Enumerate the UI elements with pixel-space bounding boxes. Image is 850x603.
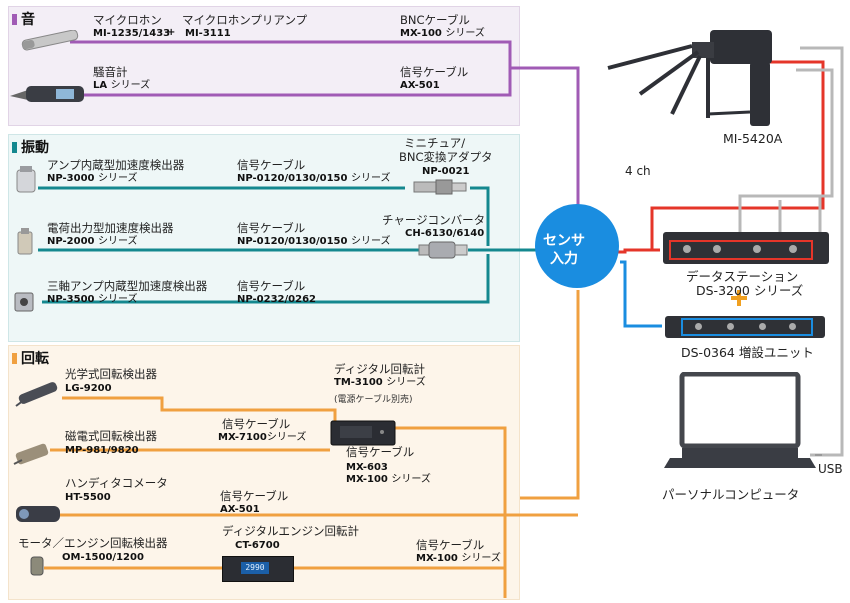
section-title-rotation: 回転: [12, 348, 49, 368]
magnetic-detector-icon: [13, 443, 49, 465]
adapter-name-1: ミニチュア/: [404, 136, 466, 150]
vib-cable1-name: 信号ケーブル: [237, 158, 306, 172]
engine-tachometer-icon: 2990: [222, 556, 294, 582]
optical-detector-model: LG-9200: [65, 383, 112, 394]
mic-name: マイクロホン: [93, 13, 162, 27]
optical-detector-name: 光学式回転検出器: [65, 367, 157, 381]
bnc-adapter-icon: [413, 179, 467, 195]
slm-name: 騒音計: [93, 65, 128, 79]
mic-plus: +: [167, 27, 176, 38]
optical-detector-icon: [15, 382, 58, 407]
tachometer-name: ディジタル回転計: [334, 362, 425, 376]
charge-converter-icon: [418, 241, 468, 259]
engine-tachometer-name: ディジタルエンジン回転計: [222, 524, 359, 538]
engine-detector-icon: [30, 556, 44, 576]
sensor-input-hub: センサ 入力: [532, 232, 596, 268]
expansion-unit-icon: [665, 316, 825, 338]
handy-tachometer-name: ハンディタコメータ: [65, 476, 168, 490]
rot-cable2-name: 信号ケーブル: [346, 445, 415, 459]
vib-cable3-name: 信号ケーブル: [237, 279, 306, 293]
mic-model: MI-1235/1433: [93, 28, 171, 39]
triaxial-accelerometer-icon: [14, 292, 34, 312]
tachometer-model: TM-3100 シリーズ: [334, 377, 426, 388]
adapter-model: NP-0021: [422, 166, 470, 177]
rot-cable4-model: MX-100 シリーズ: [416, 553, 501, 564]
preamp-model: MI-3111: [185, 28, 231, 39]
rot-cable2-model1: MX-603: [346, 462, 388, 473]
tachometer-note: (電源ケーブル別売): [334, 395, 413, 405]
signal-cable-sound-name: 信号ケーブル: [400, 65, 469, 79]
charge-converter-name: チャージコンバータ: [382, 213, 486, 227]
pc-label: パーソナルコンピュータ: [662, 487, 800, 502]
charge-converter-model: CH-6130/6140: [405, 228, 485, 239]
bnc-cable-model: MX-100 シリーズ: [400, 28, 485, 39]
bnc-cable-name: BNCケーブル: [400, 13, 470, 27]
microphone-icon: [21, 30, 79, 51]
motor-detector-model: OM-1500/1200: [62, 552, 144, 563]
slm-model: LA シリーズ: [93, 80, 151, 91]
handy-tachometer-model: HT-5500: [65, 492, 111, 503]
signal-cable-sound-model: AX-501: [400, 80, 440, 91]
vib-cable3-model: NP-0232/0262: [237, 294, 316, 305]
accelerometer-icon: [16, 166, 36, 193]
rot-cable4-name: 信号ケーブル: [416, 538, 485, 552]
vib-cable2-name: 信号ケーブル: [237, 221, 306, 235]
triax-accel-name: 三軸アンプ内蔵型加速度検出器: [47, 279, 208, 293]
data-station-icon: [663, 232, 829, 264]
rot-cable1-model: MX-7100シリーズ: [218, 432, 307, 443]
ch-label: 4 ch: [625, 164, 651, 178]
data-station-model: DS-3200 シリーズ: [696, 283, 804, 298]
triax-accel-model: NP-3500 シリーズ: [47, 294, 138, 305]
rot-cable1-name: 信号ケーブル: [222, 417, 291, 431]
laptop-icon: [664, 372, 816, 468]
hub-line1: センサ: [543, 233, 585, 249]
expansion-unit-label: DS-0364 増設ユニット: [681, 345, 814, 360]
rot-cable3-model: AX-501: [220, 504, 260, 515]
vibration-panel: [8, 134, 520, 342]
vib-cable2-model: NP-0120/0130/0150 シリーズ: [237, 236, 391, 247]
charge-accel-model: NP-2000 シリーズ: [47, 236, 138, 247]
hub-line2: 入力: [550, 251, 578, 267]
section-title-sound: 音: [12, 9, 35, 29]
mi-5420a-device-icon: [607, 30, 772, 126]
plus-icon: [731, 290, 747, 306]
magnetic-detector-model: MP-981/9820: [65, 445, 139, 456]
vib-cable1-model: NP-0120/0130/0150 シリーズ: [237, 173, 391, 184]
rotation-panel: [8, 345, 520, 600]
adapter-name-2: BNC変換アダプタ: [399, 150, 493, 164]
amp-accel-name: アンプ内蔵型加速度検出器: [47, 158, 185, 172]
data-station-name: データステーション: [686, 269, 799, 284]
digital-tachometer-icon: [330, 420, 396, 446]
sound-panel: [8, 6, 520, 126]
charge-accelerometer-icon: [17, 228, 33, 255]
charge-accel-name: 電荷出力型加速度検出器: [47, 221, 174, 235]
engine-tachometer-model: CT-6700: [235, 540, 280, 551]
preamp-name: マイクロホンプリアンプ: [182, 13, 308, 27]
engine-display: 2990: [241, 562, 269, 574]
magnetic-detector-name: 磁電式回転検出器: [65, 429, 157, 443]
mi-5420a-label: MI-5420A: [723, 131, 783, 146]
motor-detector-name: モータ／エンジン回転検出器: [18, 536, 168, 550]
rot-cable2-model2: MX-100 シリーズ: [346, 474, 431, 485]
handy-tachometer-icon: [16, 506, 60, 522]
usb-label: USB: [818, 462, 843, 476]
section-title-vibration: 振動: [12, 137, 49, 157]
sound-level-meter-icon: [10, 86, 84, 102]
rot-cable3-name: 信号ケーブル: [220, 489, 289, 503]
amp-accel-model: NP-3000 シリーズ: [47, 173, 138, 184]
